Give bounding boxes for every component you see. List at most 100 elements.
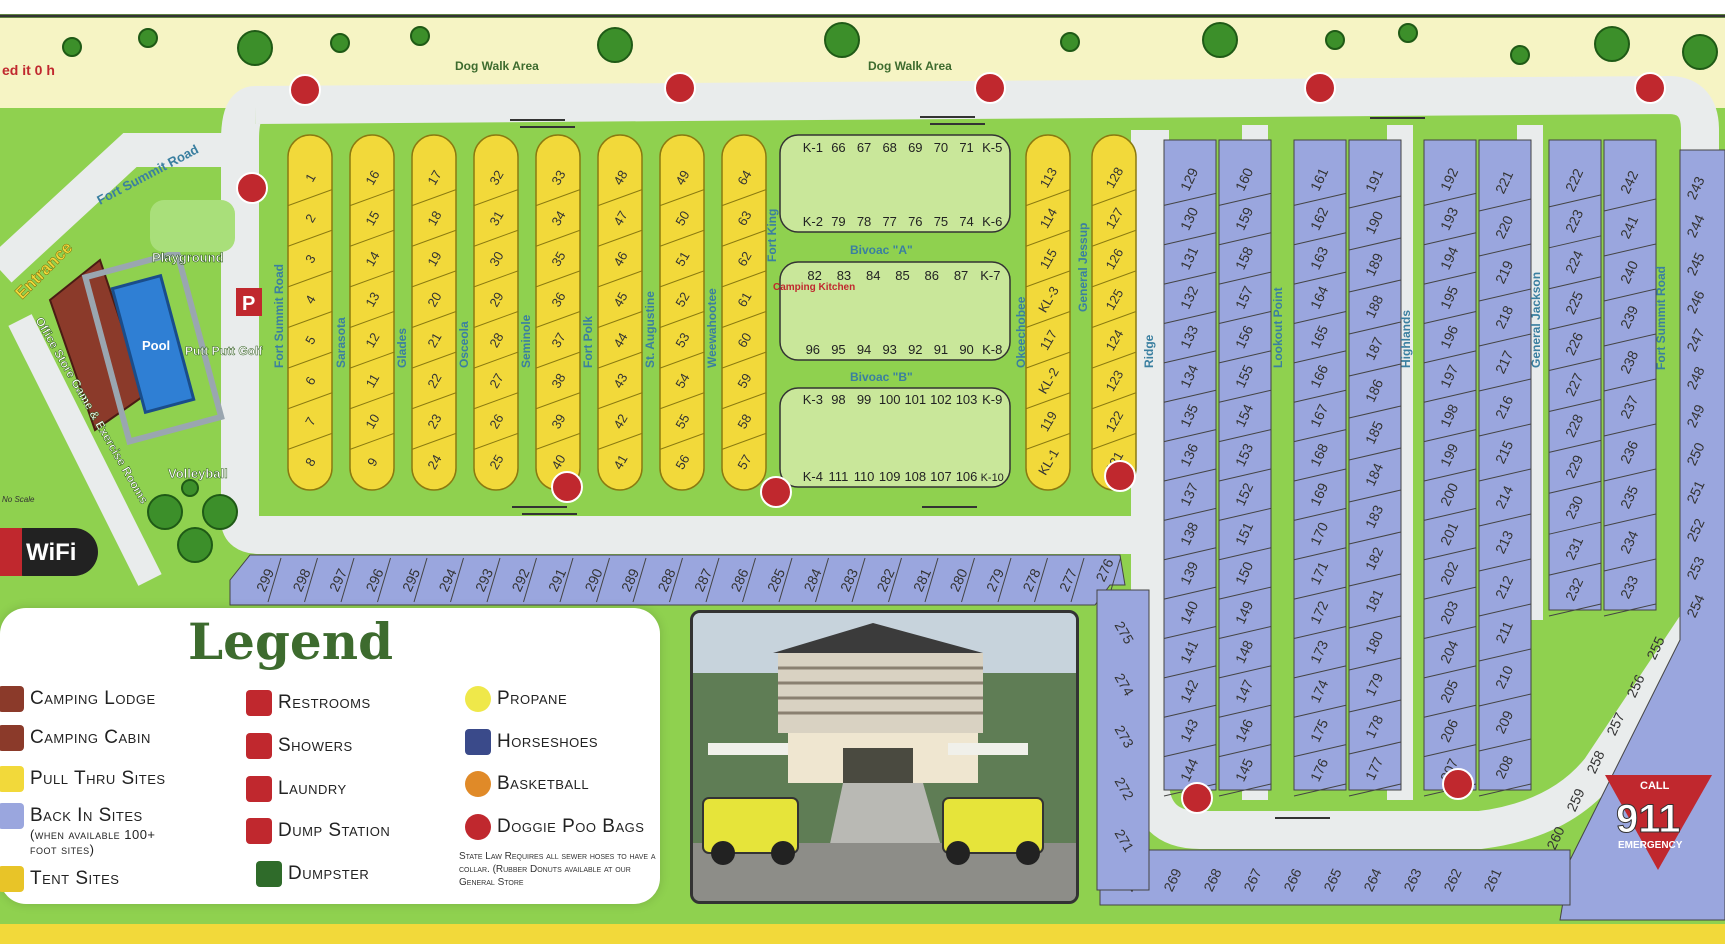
- legend-panel: [0, 608, 660, 904]
- back-in-column: [1548, 139, 1602, 611]
- pool-label: Pool: [142, 338, 170, 353]
- site-number: 46: [610, 249, 630, 269]
- tent-site-number: 70: [934, 140, 948, 155]
- right-bottom-strip: [1099, 849, 1571, 906]
- tent-site-number: 66: [831, 140, 845, 155]
- site-divider: [1218, 350, 1272, 364]
- site-divider: [1423, 744, 1477, 758]
- site-divider: [1423, 507, 1477, 521]
- tent-site-number: K-2: [803, 214, 823, 229]
- site-divider: [1548, 603, 1602, 617]
- site-divider: [411, 311, 457, 328]
- legend-item-label: Horseshoes: [497, 731, 599, 752]
- site-divider: [1163, 389, 1217, 403]
- site-divider: [632, 557, 647, 603]
- legend-item: Doggie Poo Bags: [497, 816, 644, 838]
- bottom-border: [0, 924, 1725, 944]
- legend-item: Laundry: [278, 778, 347, 800]
- site-divider: [597, 270, 643, 288]
- site-divider: [1293, 468, 1347, 482]
- cabin-icon: [0, 725, 24, 751]
- site-divider: [287, 392, 333, 410]
- site-divider: [721, 311, 767, 328]
- site-number: 27: [486, 371, 506, 391]
- wifi-red-tab: [0, 528, 22, 576]
- site-number: 56: [672, 452, 692, 472]
- site-divider: [535, 351, 581, 369]
- pull-thru-column: [473, 134, 519, 491]
- site-number: 48: [610, 168, 630, 188]
- site-number: 13: [362, 289, 382, 309]
- site-number: 14: [362, 249, 382, 269]
- tent-site-number: K-5: [982, 140, 1002, 155]
- site-number: 64: [734, 168, 754, 188]
- site-divider: [523, 557, 537, 603]
- site-divider: [1348, 573, 1402, 587]
- lodge-icon: [0, 686, 24, 712]
- site-divider: [1548, 562, 1602, 576]
- wifi-label: WiFi: [26, 539, 76, 566]
- site-divider: [1218, 626, 1272, 639]
- site-divider: [1423, 389, 1477, 403]
- pull-thru-column: [659, 134, 705, 491]
- legend-item-label: Dumpster: [288, 863, 370, 884]
- site-divider: [1348, 195, 1402, 209]
- emergency-number: 911: [1616, 797, 1681, 841]
- site-divider: [961, 557, 975, 603]
- site-number: 53: [672, 330, 692, 350]
- bivoac-a-label: Bivoac "A": [850, 243, 913, 257]
- site-divider: [597, 392, 643, 410]
- tent-site-number: 103: [956, 392, 978, 407]
- site-divider: [721, 432, 767, 450]
- site-divider: [1025, 392, 1071, 410]
- site-divider: [659, 189, 705, 207]
- site-divider: [1423, 311, 1477, 324]
- site-divider: [705, 557, 720, 603]
- site-divider: [659, 229, 705, 247]
- site-divider: [1218, 547, 1272, 561]
- tent-site-number: 94: [857, 342, 871, 357]
- left-diagonal-road: [8, 314, 162, 586]
- site-number: 10: [362, 411, 382, 431]
- site-divider: [1348, 741, 1402, 755]
- dog-walk-area-label-2: Dog Walk Area: [868, 59, 952, 73]
- site-number: 34: [548, 208, 568, 228]
- site-divider: [1293, 271, 1347, 285]
- site-divider: [1293, 744, 1347, 758]
- back-in-column: [1603, 139, 1657, 611]
- site-divider: [473, 189, 519, 207]
- site-divider: [1293, 626, 1347, 639]
- site-divider: [1603, 243, 1657, 257]
- site-number: 32: [486, 168, 506, 188]
- site-divider: [1548, 317, 1602, 331]
- site-divider: [597, 351, 643, 369]
- site-divider: [1348, 405, 1402, 419]
- tent-block: [779, 134, 1011, 233]
- entrance-road: [0, 133, 240, 283]
- site-divider: [349, 432, 395, 450]
- site-divider: [1603, 333, 1657, 347]
- tent-site-number: 87: [954, 268, 968, 283]
- tent-site-number: 101: [904, 392, 926, 407]
- pull-thru-column: [597, 134, 643, 491]
- site-divider: [1091, 311, 1137, 328]
- tent-site-number: 109: [879, 469, 901, 484]
- camping-kitchen-label: Camping Kitchen: [773, 282, 855, 293]
- site-divider: [1293, 350, 1347, 364]
- site-divider: [924, 557, 939, 603]
- site-divider: [669, 557, 683, 603]
- site-divider: [1163, 744, 1217, 758]
- tent-site-number: 67: [857, 140, 871, 155]
- site-divider: [1218, 311, 1272, 324]
- site-divider: [1163, 586, 1217, 600]
- horseshoe-icon: [465, 729, 491, 755]
- site-divider: [1091, 351, 1137, 369]
- pull-thru-sites: 1234567816151413121110917181920212223243…: [287, 134, 1137, 491]
- tent-site-number: 99: [857, 392, 871, 407]
- tent-site-number: 96: [806, 342, 820, 357]
- site-divider: [535, 392, 581, 410]
- propane-icon: [465, 686, 491, 712]
- poo-bag-markers: [236, 72, 1666, 814]
